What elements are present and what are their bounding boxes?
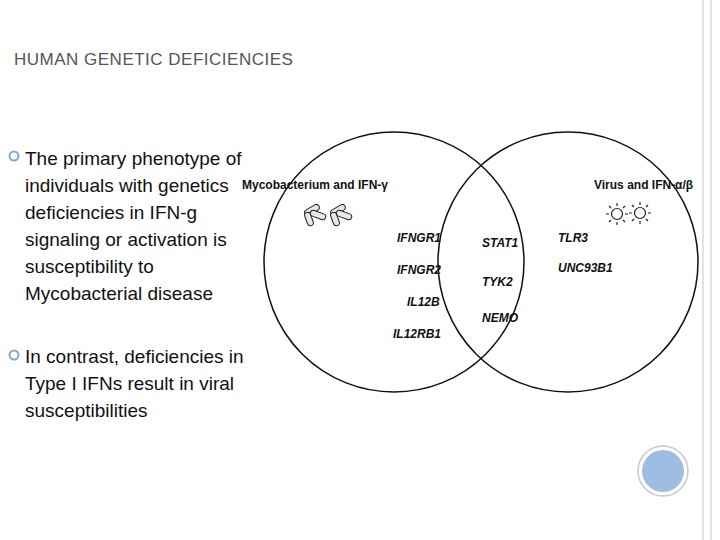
circle-heading: Virus and IFN-α/β <box>594 178 693 192</box>
bullet-marker <box>10 152 19 161</box>
virion <box>635 208 646 219</box>
circle-shape <box>438 132 698 392</box>
gene-name: UNC93B1 <box>558 261 613 275</box>
border-line <box>703 0 704 540</box>
gene-name: IFNGR1 <box>397 231 441 245</box>
bacillus <box>304 211 314 226</box>
gene-name: STAT1 <box>482 236 518 250</box>
circle-heading: Mycobacterium and IFN-γ <box>242 178 388 192</box>
virion-spikes <box>606 203 628 225</box>
decor-ring <box>638 446 688 496</box>
gene-name: TLR3 <box>558 231 588 245</box>
virus-icon <box>606 202 651 225</box>
gene-name: IFNGR2 <box>397 263 441 277</box>
circle-outline <box>263 131 525 393</box>
virion <box>612 209 623 220</box>
mycobacterium-icon <box>304 203 353 226</box>
venn-circle: Virus and IFN-α/βTLR3UNC93B1 <box>437 131 699 393</box>
bullet-marker <box>10 351 19 360</box>
border-line <box>711 0 712 540</box>
bullet-text: The primary phenotype of individuals wit… <box>25 145 253 307</box>
slide-title: HUMAN GENETIC DEFICIENCIES <box>14 50 293 70</box>
venn-circle: Mycobacterium and IFN-γIFNGR1IFNGR2IL12B… <box>263 131 525 393</box>
gene-name: IL12B <box>407 295 440 309</box>
gene-name: IL12RB1 <box>393 327 441 341</box>
gene-name: TYK2 <box>482 275 513 289</box>
gene-name: NEMO <box>482 311 518 325</box>
bacillus <box>330 211 340 226</box>
decor-disc <box>642 450 684 492</box>
circle-shape <box>264 132 524 392</box>
bullet-text: In contrast, deficiencies in Type I IFNs… <box>25 343 253 424</box>
virion-spikes <box>629 202 651 224</box>
